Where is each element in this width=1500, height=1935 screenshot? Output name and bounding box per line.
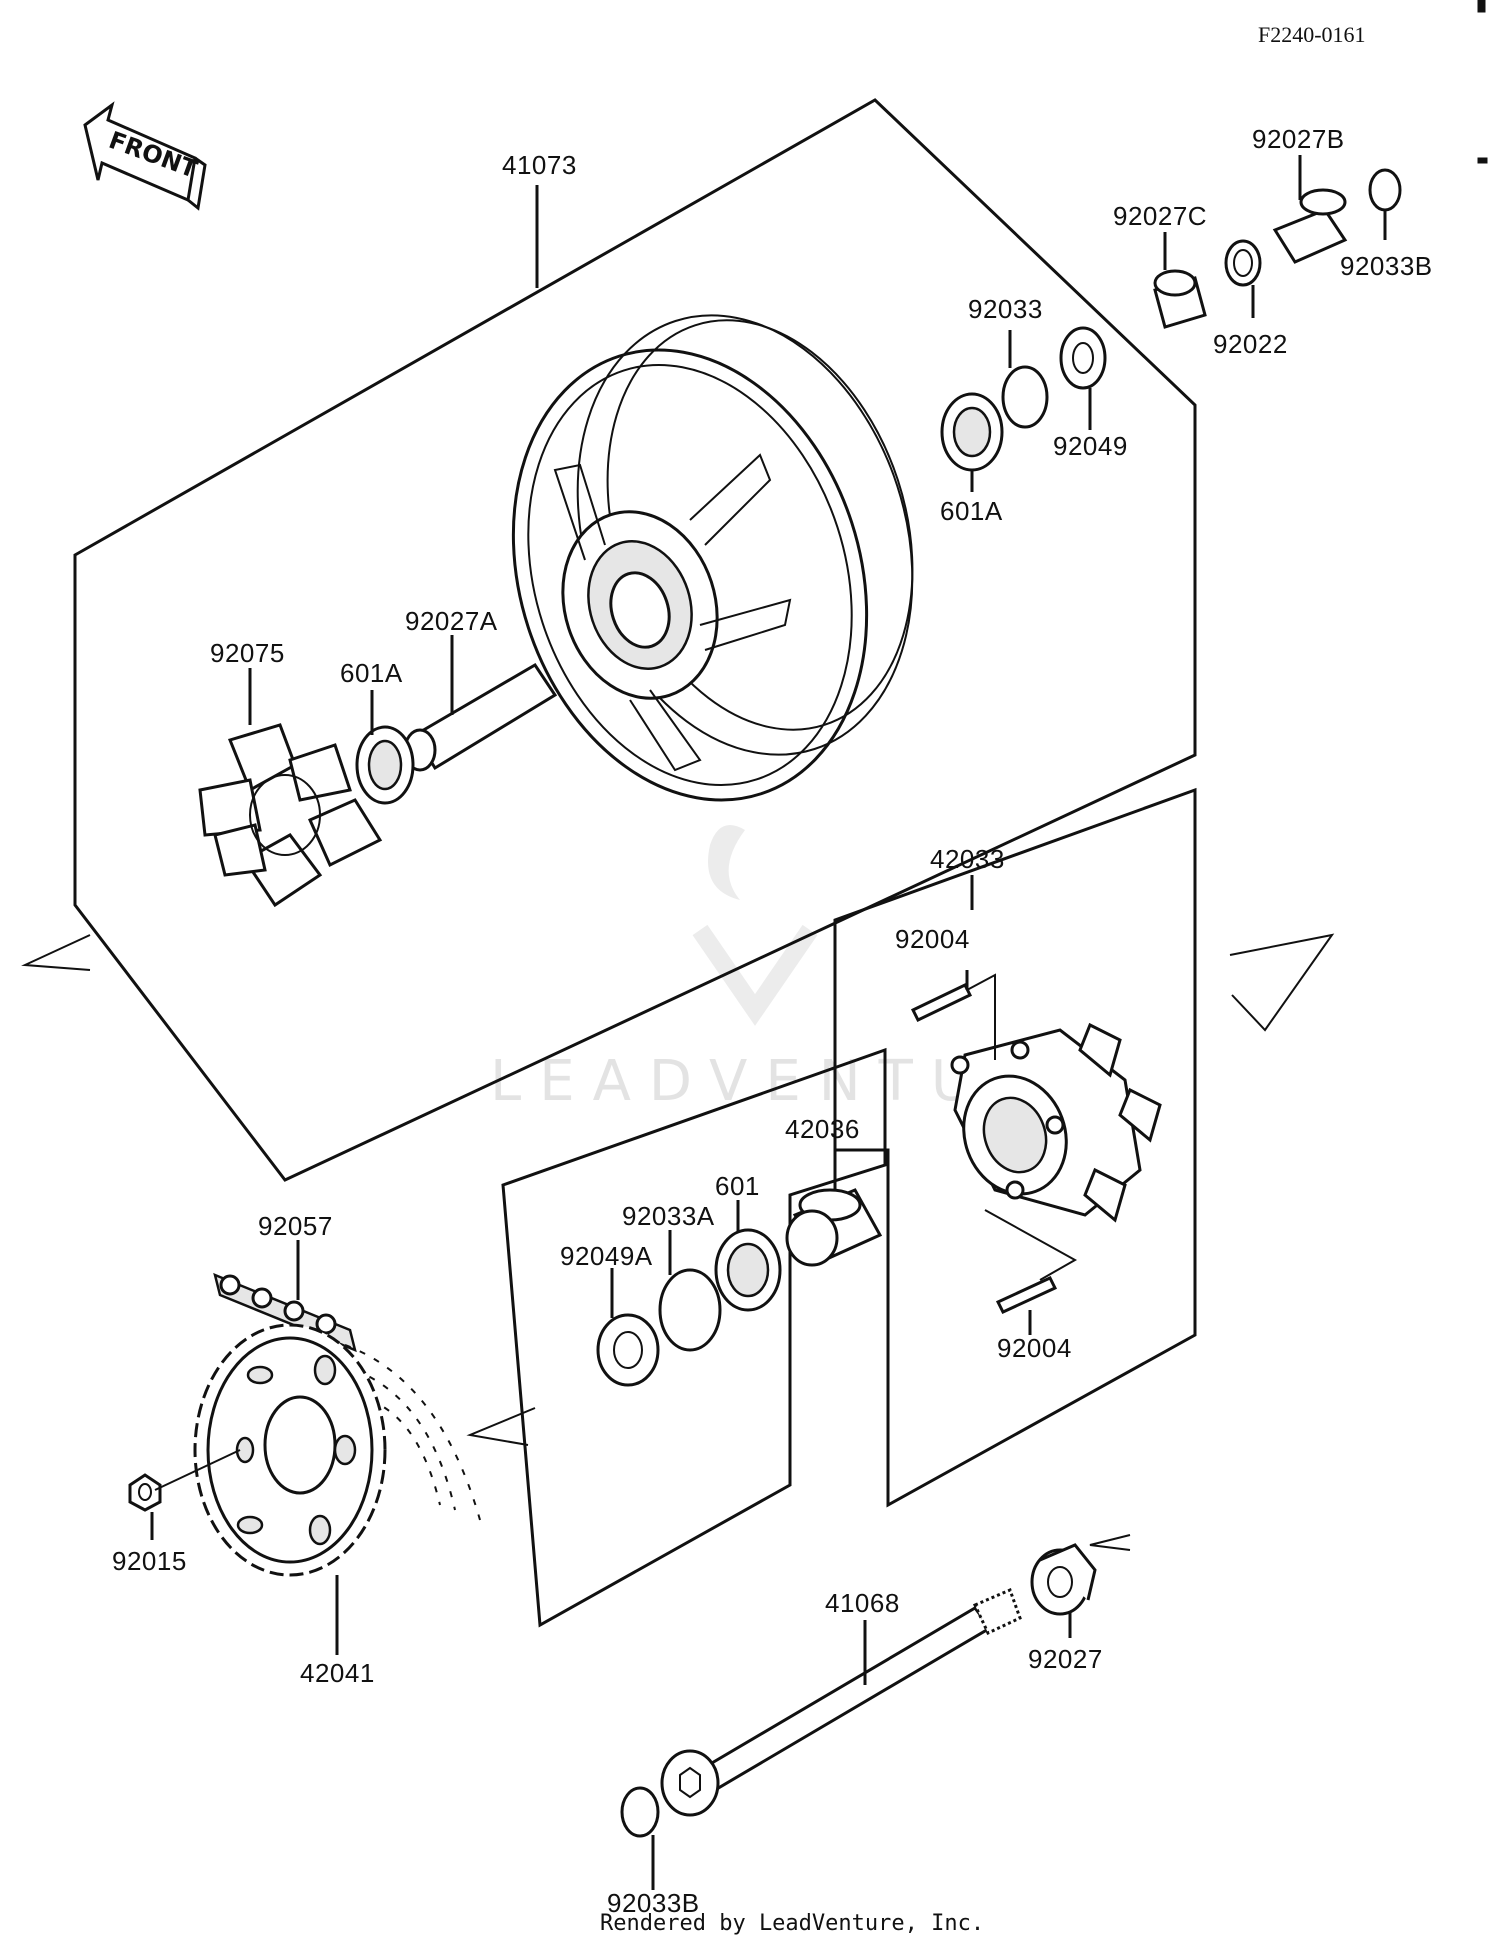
part-label-92022: 92022 [1213, 329, 1288, 359]
circlip-92033A [658, 1268, 722, 1352]
collar-92027 [1030, 1543, 1097, 1616]
edge-mark [1477, 157, 1488, 164]
damper-92075 [198, 723, 383, 908]
part-label-92075: 92075 [210, 638, 285, 668]
circlip-92033B-top [1368, 168, 1402, 212]
part-label-601A-right: 601A [940, 496, 1003, 526]
part-label-92049A: 92049A [560, 1241, 653, 1271]
chain-path [344, 1344, 481, 1521]
part-label-92033: 92033 [968, 294, 1043, 324]
collar-92027A [403, 662, 558, 772]
part-label-92033A: 92033A [622, 1201, 715, 1231]
part-label-92057: 92057 [258, 1211, 333, 1241]
part-label-92027: 92027 [1028, 1644, 1103, 1674]
nut-92015 [128, 1473, 162, 1512]
sprocket-42041 [193, 1323, 387, 1577]
part-label-42033: 42033 [930, 844, 1005, 874]
part-label-41068: 41068 [825, 1588, 900, 1618]
pivot-92027B [1272, 188, 1348, 264]
leader-line [966, 973, 996, 1060]
wheel-rim [511, 314, 914, 802]
outline-chevron [21, 934, 91, 971]
stud-92004-bottom [995, 1276, 1058, 1314]
part-label-601A-left: 601A [340, 658, 403, 688]
chain-path [354, 1369, 456, 1511]
part-label-92004-top: 92004 [895, 924, 970, 954]
front-arrow-icon: FRONT [83, 101, 207, 211]
part-label-92027A: 92027A [405, 606, 498, 636]
part-label-42036: 42036 [785, 1114, 860, 1144]
sleeve-42036 [785, 1188, 883, 1267]
diagram-code: F2240-0161 [1258, 22, 1366, 47]
axle-41068 [660, 1587, 1022, 1817]
outline-chevron [466, 1407, 536, 1446]
part-label-42041: 42041 [300, 1658, 375, 1688]
wheel-assembly-frame [73, 98, 1197, 1182]
part-label-92027C: 92027C [1113, 201, 1207, 231]
part-label-601: 601 [715, 1171, 760, 1201]
part-label-92033B-top: 92033B [1340, 251, 1433, 281]
spacer-92049 [1059, 326, 1107, 390]
part-label-92015: 92015 [112, 1546, 187, 1576]
edge-mark [1477, 0, 1486, 13]
outline-chevron [1229, 933, 1335, 1032]
credit-text: Rendered by LeadVenture, Inc. [600, 1911, 984, 1935]
bearing-601A-left [355, 725, 415, 805]
part-label-41073: 41073 [502, 150, 577, 180]
bearing-601 [714, 1228, 782, 1312]
circlip-92033 [1001, 365, 1049, 429]
chain-path [369, 1399, 441, 1506]
seal-92022 [1224, 239, 1262, 287]
part-label-92049: 92049 [1053, 431, 1128, 461]
coupling-hub [950, 1022, 1162, 1223]
part-label-92033B-bottom: 92033B [607, 1888, 700, 1918]
pivot-92027C [1153, 269, 1207, 329]
part-label-92004-bottom: 92004 [997, 1333, 1072, 1363]
circlip-92033B-bottom [620, 1786, 660, 1838]
part-label-92027B: 92027B [1252, 124, 1345, 154]
leader-line [984, 1209, 1078, 1281]
bearing-601A-right [940, 392, 1004, 472]
outline-chevron [1089, 1534, 1131, 1551]
bearing-group-frame [501, 1047, 887, 1628]
seal-92049A [596, 1313, 660, 1387]
stud-92004-top [910, 983, 973, 1022]
leader-line [154, 1449, 241, 1491]
